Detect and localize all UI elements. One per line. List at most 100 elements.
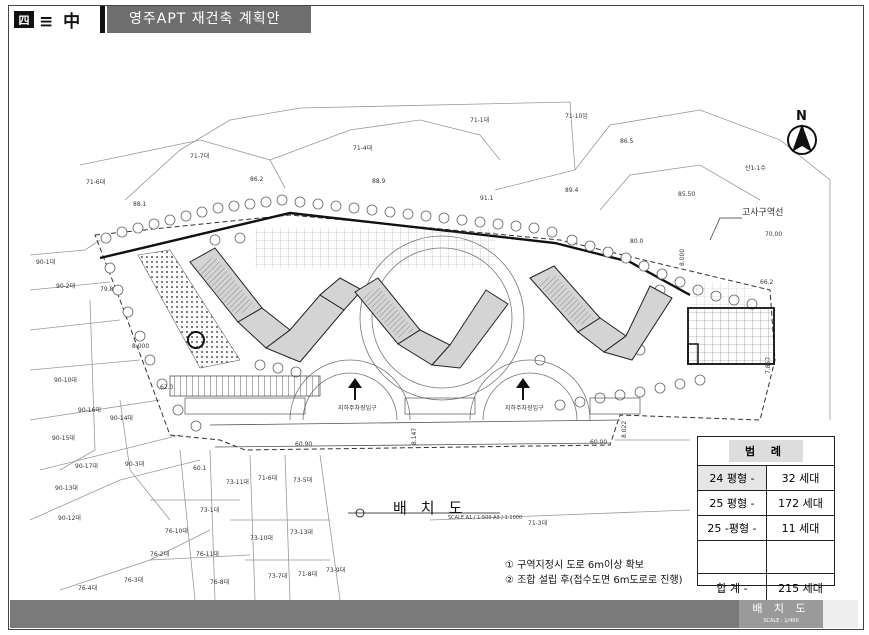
road-width: 7.857 bbox=[765, 357, 772, 374]
parking-label-2: 지하주차장입구 bbox=[505, 404, 544, 412]
north-arrow: N bbox=[787, 109, 817, 155]
page-title: 영주APT 재건축 계획안 bbox=[107, 6, 311, 33]
road-width: 8.147 bbox=[411, 428, 418, 445]
east-grid-block bbox=[687, 307, 775, 365]
lot-label: 73-7대 bbox=[268, 572, 287, 580]
road-width: 8.000 bbox=[679, 249, 686, 266]
legend-row: 25 -평형 - 11 세대 bbox=[698, 516, 834, 541]
lot-label: 90-3대 bbox=[125, 460, 144, 468]
lot-label: 71-6대 bbox=[86, 178, 105, 186]
elevation: 79.8 bbox=[100, 286, 114, 293]
legend-row: 25 평형 - 172 세대 bbox=[698, 491, 834, 516]
district-line bbox=[99, 211, 691, 297]
lot-label: 90-17대 bbox=[75, 462, 98, 470]
elevation: 88.9 bbox=[372, 178, 386, 185]
legend-title: 범 례 bbox=[728, 440, 804, 462]
lot-label: 73-5대 bbox=[293, 476, 312, 484]
footer-bar bbox=[10, 600, 858, 628]
notes: ① 구역지정시 도로 6m이상 확보 ② 조합 설립 후(접수도면 6m도로로 … bbox=[505, 558, 683, 588]
note-item: ② 조합 설립 후(접수도면 6m도로로 진행) bbox=[505, 575, 683, 586]
lot-label: 76-3대 bbox=[124, 576, 143, 584]
lot-lines bbox=[29, 101, 831, 601]
company-logo: 四 ≡ 中 bbox=[10, 6, 96, 33]
lot-labels: 71-1대 71-7대 71-4대 71-6대 71-10임 71-3대 90-… bbox=[36, 112, 766, 592]
footer-scale: SCALE : 1/400 bbox=[763, 618, 799, 624]
lot-label: 71-6대 bbox=[258, 474, 277, 482]
parking-bays bbox=[184, 397, 641, 415]
lot-label: 73-9대 bbox=[326, 566, 345, 574]
note-item: ① 구역지정시 도로 6m이상 확보 bbox=[505, 560, 644, 571]
east-grid-corner bbox=[687, 343, 699, 365]
elevation: 80.0 bbox=[630, 238, 644, 245]
legend-table: 범 례 24 평형 - 32 세대 25 평형 - 172 세대 25 -평형 … bbox=[697, 436, 835, 602]
footer-title-block: 배 치 도 SCALE : 1/400 bbox=[739, 600, 823, 628]
legend-total-count: 215 세대 bbox=[778, 582, 823, 595]
lot-label: 90-15대 bbox=[52, 434, 75, 442]
legend-count: 172 세대 bbox=[778, 497, 823, 510]
elevation: 86.2 bbox=[250, 176, 264, 183]
elevation: 70.00 bbox=[765, 231, 782, 238]
lot-label: 71-10임 bbox=[565, 112, 588, 120]
footer-title: 배 치 도 bbox=[752, 602, 810, 615]
east-hatch bbox=[692, 282, 752, 308]
lot-label: 71-7대 bbox=[190, 152, 209, 160]
layout-title: 배치도 bbox=[393, 499, 477, 517]
lot-label: 73-1대 bbox=[200, 506, 219, 514]
lot-label: 71-4대 bbox=[353, 144, 372, 152]
lot-label: 76-4대 bbox=[78, 584, 97, 592]
site-boundary bbox=[94, 214, 776, 451]
lot-label: 71-3대 bbox=[528, 519, 547, 527]
lot-label: 90-14대 bbox=[110, 414, 133, 422]
logo-mark: 四 bbox=[14, 11, 34, 28]
lot-label: 73-11대 bbox=[226, 478, 249, 486]
logo-text: ≡ 中 bbox=[39, 12, 83, 32]
legend-total-row: 합 계 - 215 세대 bbox=[698, 574, 834, 602]
scale-note: SCALE A1 / 1:500 A3 / 1:1000 bbox=[448, 515, 523, 521]
parking-strip bbox=[169, 375, 321, 397]
elevation: 62.0 bbox=[160, 384, 174, 391]
lot-label: 71-1대 bbox=[470, 116, 489, 124]
lot-label: 90-2대 bbox=[56, 282, 75, 290]
elevation: 88.1 bbox=[133, 201, 147, 208]
header: 四 ≡ 中 영주APT 재건축 계획안 bbox=[10, 6, 311, 33]
feature-circle bbox=[187, 331, 205, 349]
elevations: 86.2 88.9 91.1 89.4 85.50 86.5 88.1 80.0… bbox=[100, 138, 782, 472]
header-divider bbox=[100, 6, 105, 33]
boundary-leader bbox=[709, 217, 742, 241]
elevation: 60.1 bbox=[193, 465, 207, 472]
legend-type: 25 평형 - bbox=[698, 491, 767, 515]
lot-label: 90-10대 bbox=[54, 376, 77, 384]
elevation: 66.2 bbox=[760, 279, 774, 286]
lot-label: 90-16대 bbox=[78, 406, 101, 414]
entrance-arrows bbox=[348, 378, 530, 400]
legend-total-label: 합 계 - bbox=[698, 574, 767, 602]
legend-header: 범 례 bbox=[698, 437, 834, 466]
elevation: 60.90 bbox=[295, 441, 312, 448]
road-width: 8.022 bbox=[621, 421, 628, 438]
legend-count: 11 세대 bbox=[781, 522, 820, 535]
elevation: 91.1 bbox=[480, 195, 494, 202]
lot-label: 76-10대 bbox=[165, 527, 188, 535]
layout-title-mark bbox=[348, 508, 500, 518]
building-hatching bbox=[196, 256, 594, 338]
west-path bbox=[137, 249, 241, 369]
parking-label-1: 지하주차장입구 bbox=[338, 404, 377, 412]
elevation: 89.4 bbox=[565, 187, 579, 194]
legend-row: 24 평형 - 32 세대 bbox=[698, 466, 834, 491]
road-width: 8.000 bbox=[132, 343, 149, 350]
legend-count: 32 세대 bbox=[781, 472, 820, 485]
legend-type: 25 -평형 - bbox=[698, 516, 767, 540]
elevation: 86.5 bbox=[620, 138, 634, 145]
north-plaza bbox=[255, 228, 495, 268]
legend-blank-row bbox=[698, 541, 834, 574]
elevation: 60.00 bbox=[590, 439, 607, 446]
lot-label: 73-13대 bbox=[290, 528, 313, 536]
road-widths: 8.000 8.147 8.022 7.857 8.000 bbox=[132, 249, 772, 445]
legend-type: 24 평형 - bbox=[698, 466, 767, 490]
lot-label: 76-8대 bbox=[210, 578, 229, 586]
boundary-label: 고사구역선 bbox=[742, 207, 783, 218]
lot-label: 산1-1수 bbox=[745, 164, 766, 172]
lot-label: 90-12대 bbox=[58, 514, 81, 522]
lot-label: 71-8대 bbox=[298, 570, 317, 578]
